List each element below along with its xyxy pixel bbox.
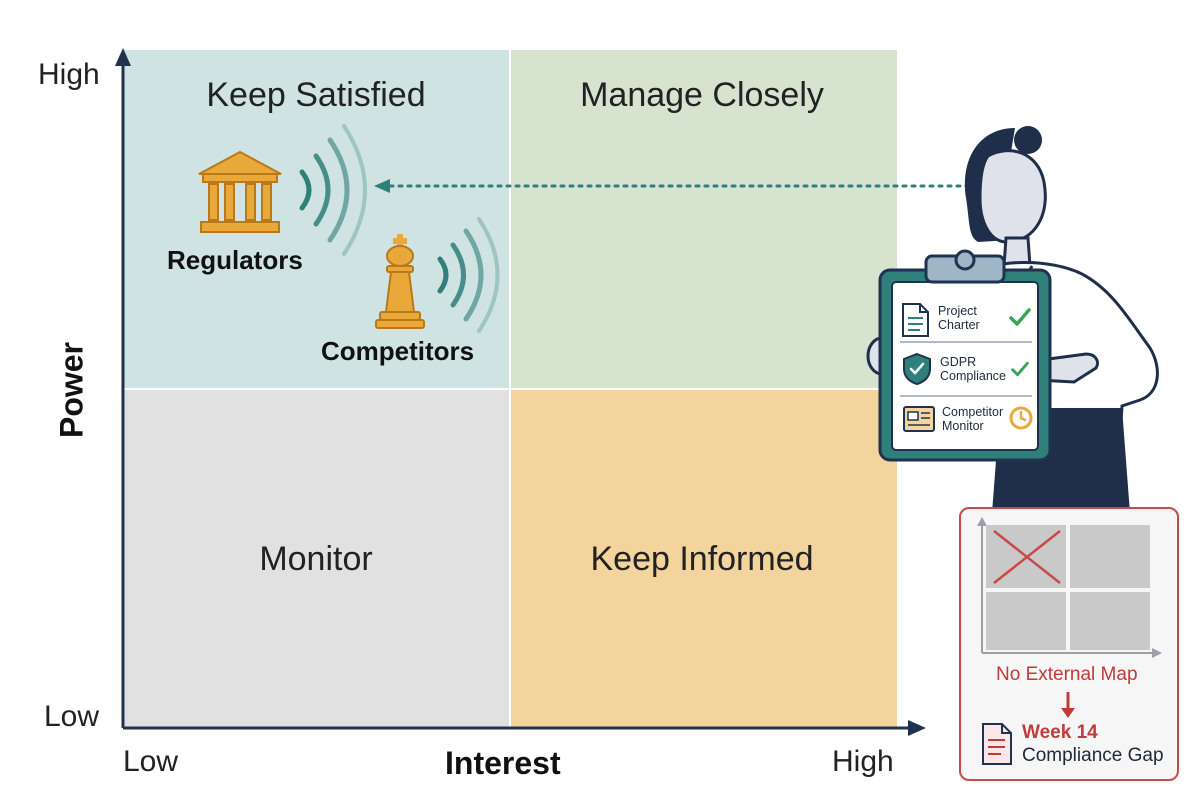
check-icon [1011, 361, 1029, 377]
y-axis-title: Power [53, 341, 90, 439]
quadrant-keep-satisfied [123, 50, 509, 388]
gap-week-label: Week 14 [1022, 722, 1098, 743]
signal-waves-icon [299, 124, 367, 256]
arrow-down-icon [1061, 692, 1075, 718]
quadrant-monitor [123, 390, 509, 728]
quadrant-keep-informed [511, 390, 897, 728]
clipboard-item-line: Project [938, 304, 977, 318]
clipboard-item-line: Monitor [942, 419, 984, 433]
stakeholder-label-regulators: Regulators [167, 245, 303, 275]
check-icon [1009, 308, 1031, 326]
gap-caption: No External Map [996, 664, 1138, 685]
document-icon [902, 303, 929, 337]
clock-icon [1009, 406, 1033, 430]
shield-check-icon [903, 352, 931, 386]
newspaper-icon [903, 406, 935, 432]
signal-waves-icon [437, 217, 500, 333]
gap-subtitle: Compliance Gap [1022, 745, 1164, 766]
quadrant-label-monitor: Monitor [259, 540, 373, 578]
y-axis-high-label: High [38, 58, 100, 91]
chess-king-icon [375, 234, 425, 329]
clipboard-item-label: GDPR Compliance [940, 355, 1006, 383]
x-axis-low-label: Low [123, 745, 179, 778]
y-axis-low-label: Low [44, 700, 100, 733]
clipboard-item-line: GDPR [940, 355, 977, 369]
x-axis-title: Interest [445, 745, 561, 781]
quadrant-label-manage-closely: Manage Closely [580, 76, 824, 114]
stakeholder-label-competitors: Competitors [321, 336, 475, 366]
quadrant-manage-closely [511, 50, 897, 388]
clipboard-item-line: Competitor [942, 405, 1004, 419]
building-columns-icon [198, 150, 282, 233]
person-illustration [866, 126, 1159, 513]
quadrant-label-keep-informed: Keep Informed [590, 540, 814, 578]
quadrant-label-keep-satisfied: Keep Satisfied [206, 76, 426, 114]
clipboard-item-line: Charter [938, 318, 980, 332]
clipboard-item-label: Competitor Monitor [942, 405, 1003, 433]
clipboard-item-line: Compliance [940, 369, 1007, 383]
document-alert-icon [982, 723, 1012, 765]
clipboard-item-label: Project Charter [938, 304, 980, 332]
mini-matrix-icon [977, 517, 1162, 658]
x-axis-high-label: High [832, 745, 894, 778]
dotted-arrow [374, 179, 1027, 193]
